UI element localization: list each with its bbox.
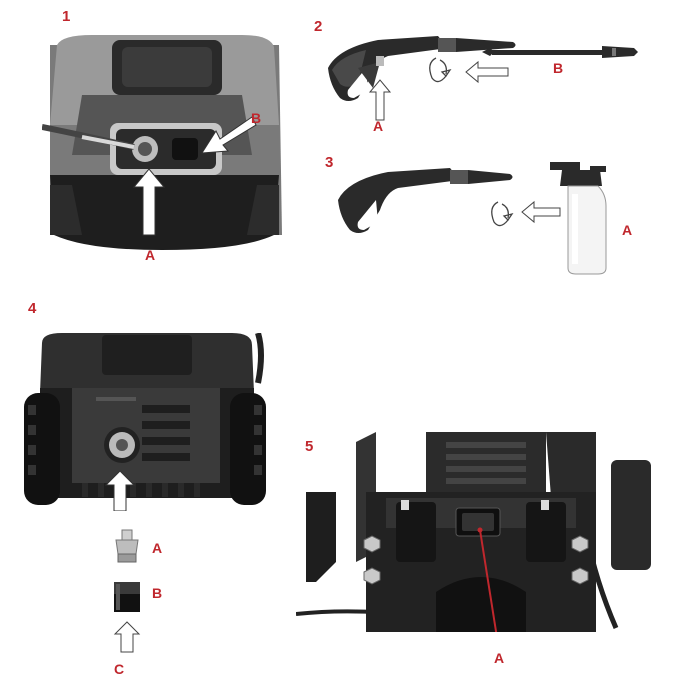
step-number-1: 1 (62, 8, 71, 25)
panel-1-outlet-photo (42, 35, 287, 250)
step-number-2: 2 (314, 18, 323, 35)
panel-5-switch-photo (296, 432, 666, 632)
panel-4-coupling-parts (108, 528, 148, 658)
foam-bottle-icon (550, 162, 607, 275)
panel-3-gun-foam-bottle (330, 160, 620, 280)
lance-icon (482, 46, 638, 58)
step-number-3: 3 (325, 154, 334, 171)
step-number-4: 4 (28, 300, 37, 317)
panel-2-label-a: A (373, 118, 384, 134)
connector-icon (114, 582, 140, 612)
step-number-5: 5 (305, 438, 314, 455)
rotate-icon (429, 57, 452, 83)
panel-2-label-b: B (553, 60, 564, 76)
panel-4-label-b: B (152, 585, 163, 601)
spray-gun-icon (338, 168, 513, 233)
spray-gun-icon (328, 36, 516, 101)
panel-4-label-c: C (114, 661, 125, 677)
panel-4-inlet-photo (22, 333, 267, 511)
panel-2-gun-lance (318, 28, 648, 138)
rotate-icon (491, 201, 514, 227)
panel-3-label-a: A (622, 222, 633, 238)
panel-1-label-b: B (251, 110, 262, 126)
panel-1-label-a: A (145, 247, 156, 263)
panel-5-label-a: A (494, 650, 505, 666)
panel-4-label-a: A (152, 540, 163, 556)
adapter-icon (115, 529, 139, 563)
